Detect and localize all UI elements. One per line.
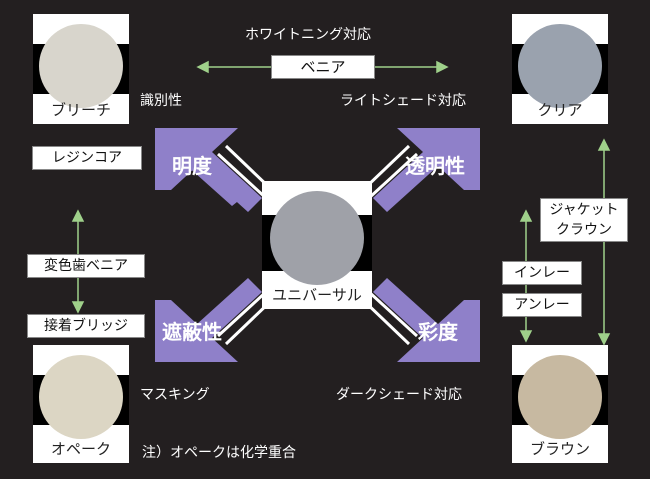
sample-disc-brown	[518, 355, 602, 439]
sample-label-clear: クリア	[537, 101, 583, 119]
dark-shade-label: ダークシェード対応	[336, 387, 462, 403]
arrow-chroma	[361, 278, 480, 362]
masking-label: マスキング	[140, 387, 210, 403]
right-guide-arrow-long	[597, 138, 611, 346]
jacket-crown-line2: クラウン	[556, 222, 612, 238]
arrow-translucency	[361, 128, 480, 212]
onlay-box: アンレー	[502, 293, 582, 317]
sample-disc-opaque	[39, 355, 123, 439]
sample-disc-clear	[518, 24, 602, 108]
jacket-crown-line1: ジャケット	[549, 202, 619, 218]
sample-card-bleach: ブリーチ	[33, 14, 129, 124]
arrow-label-opacity: 遮蔽性	[162, 320, 222, 344]
sample-card-universal: ユニバーサル	[262, 181, 372, 309]
sample-card-brown: ブラウン	[512, 345, 608, 463]
sample-label-universal: ユニバーサル	[272, 286, 362, 304]
inlay-box: インレー	[502, 261, 582, 285]
sample-disc-bleach	[39, 24, 123, 108]
arrow-label-chroma: 彩度	[418, 320, 458, 344]
arrow-label-brightness: 明度	[172, 154, 212, 178]
arrow-label-translucency: 透明性	[405, 154, 465, 178]
sample-disc-universal	[270, 191, 364, 285]
veneer-box: ベニア	[271, 55, 375, 79]
sample-label-bleach: ブリーチ	[50, 101, 111, 119]
resin-core-box: レジンコア	[32, 146, 142, 170]
sample-card-opaque: オペーク	[33, 345, 129, 463]
sample-card-clear: クリア	[512, 14, 608, 124]
sample-label-opaque: オペーク	[50, 440, 111, 458]
discolored-veneer-box: 変色歯ベニア	[27, 254, 145, 278]
jacket-crown-box: ジャケット クラウン	[540, 198, 628, 242]
bonding-bridge-box: 接着ブリッジ	[27, 314, 145, 338]
arrow-brightness	[155, 128, 274, 212]
light-shade-label: ライトシェード対応	[340, 93, 466, 109]
sample-label-brown: ブラウン	[529, 440, 590, 458]
identification-label: 識別性	[140, 93, 182, 109]
whitening-label: ホワイトニング対応	[245, 27, 371, 43]
opaque-note: 注）オペークは化学重合	[142, 445, 296, 461]
arrow-opacity	[155, 278, 274, 362]
